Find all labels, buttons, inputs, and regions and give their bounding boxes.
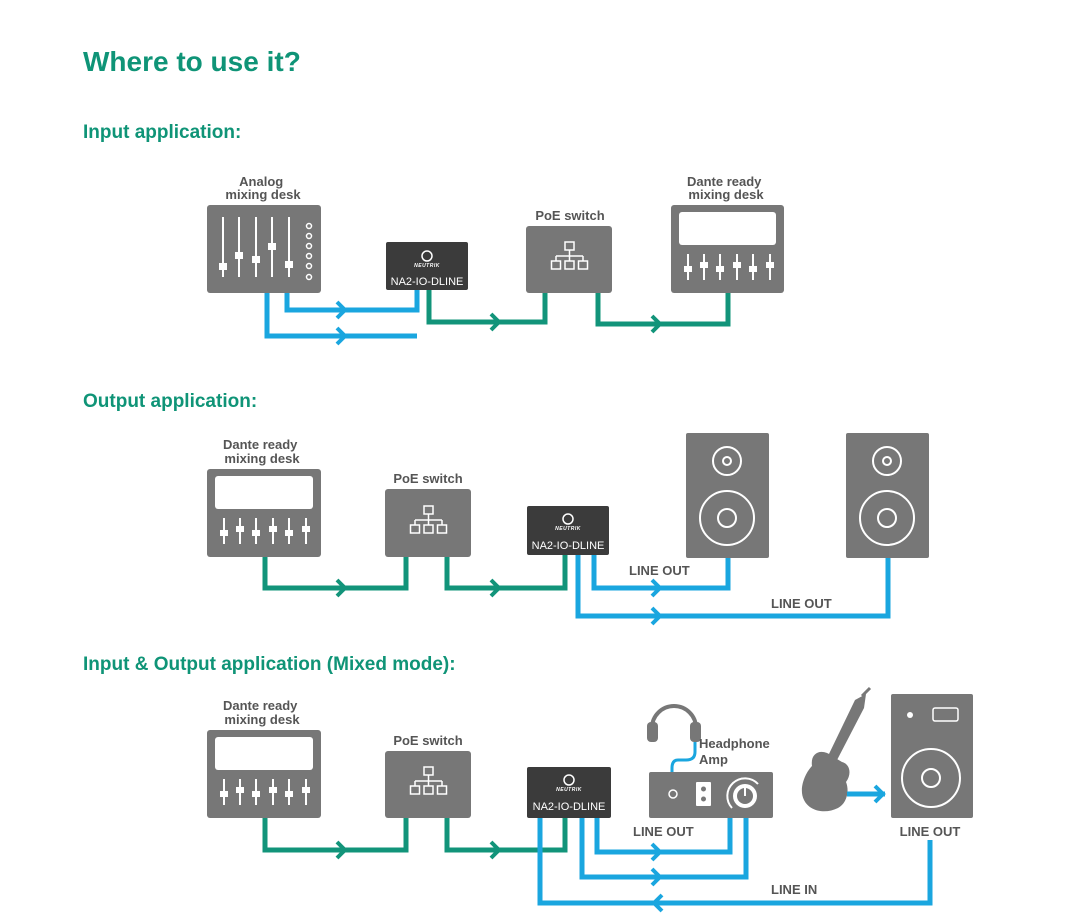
input-diagram: Analog mixing desk NEUTRIK NA2-IO-DLINE <box>207 174 784 346</box>
dante-desk-label: Dante ready mixing desk <box>223 437 301 466</box>
poe-switch-label: PoE switch <box>535 208 604 223</box>
arrow-right-icon <box>650 314 663 334</box>
headphone-amp-icon <box>649 772 773 818</box>
arrow-right-icon <box>489 840 502 860</box>
input-application-heading: Input application: <box>83 122 242 143</box>
headphones-icon <box>647 704 701 783</box>
arrow-right-icon <box>650 842 663 862</box>
guitar-icon <box>801 686 872 812</box>
arrow-right-icon <box>335 840 348 860</box>
neutrik-brand-text: NEUTRIK <box>414 263 440 269</box>
analog-cable-2 <box>264 293 417 339</box>
headphone-amp-label: Headphone Amp <box>699 736 773 767</box>
poe-switch-icon <box>385 489 471 557</box>
output-application-heading: Output application: <box>83 391 258 412</box>
output-diagram: LINE OUT LINE OUT Dante ready mixing des… <box>207 433 929 626</box>
device-label: NA2-IO-DLINE <box>391 276 464 288</box>
network-cable-1 <box>262 818 409 853</box>
arrow-right-icon <box>335 578 348 598</box>
speaker-icon <box>686 433 769 558</box>
network-cable-1 <box>262 557 409 591</box>
arrow-right-icon <box>489 312 502 332</box>
line-out-label: LINE OUT <box>629 563 690 578</box>
line-out-cable-2 <box>575 555 891 619</box>
mixed-diagram: LINE OUT LINE IN Dante ready mixing desk… <box>207 686 973 913</box>
device-label: NA2-IO-DLINE <box>532 540 605 552</box>
arrow-right-icon <box>650 606 663 626</box>
na2-io-dline-device: NEUTRIK NA2-IO-DLINE <box>527 506 609 555</box>
line-out-cable-2 <box>579 818 749 880</box>
dante-desk-label: Dante ready mixing desk <box>223 698 301 727</box>
line-out-cable-1 <box>594 818 733 855</box>
line-out-label: LINE OUT <box>771 596 832 611</box>
guitar-amp-icon <box>891 694 973 818</box>
poe-switch-label: PoE switch <box>393 471 462 486</box>
neutrik-logo-icon <box>563 774 575 786</box>
arrow-right-icon <box>335 300 348 320</box>
device-label: NA2-IO-DLINE <box>533 801 606 813</box>
network-cable-2 <box>444 818 568 853</box>
poe-switch-icon <box>385 751 471 818</box>
na2-io-dline-device: NEUTRIK NA2-IO-DLINE <box>386 242 468 290</box>
line-out-label: LINE OUT <box>633 824 694 839</box>
network-cable-2 <box>444 555 568 591</box>
arrow-right-icon <box>873 784 886 804</box>
dante-mixing-desk-icon <box>671 205 784 293</box>
arrow-right-icon <box>650 578 663 598</box>
line-out-label: LINE OUT <box>900 824 961 839</box>
analog-mixing-desk-icon <box>207 205 321 293</box>
line-in-label: LINE IN <box>771 882 817 897</box>
dante-mixing-desk-icon <box>207 730 321 818</box>
arrow-right-icon <box>335 326 348 346</box>
neutrik-logo-icon <box>562 513 574 525</box>
speaker-icon <box>846 433 929 558</box>
analog-desk-label: Analog mixing desk <box>225 174 301 202</box>
analog-cable-1 <box>284 271 420 313</box>
neutrik-brand-text: NEUTRIK <box>555 526 581 532</box>
network-cable-1 <box>426 290 548 325</box>
page-title: Where to use it? <box>83 46 301 77</box>
arrow-right-icon <box>489 578 502 598</box>
neutrik-logo-icon <box>421 250 433 262</box>
dante-desk-label: Dante ready mixing desk <box>687 174 765 202</box>
poe-switch-label: PoE switch <box>393 733 462 748</box>
line-in-cable <box>537 818 933 906</box>
network-cable-2 <box>595 293 731 327</box>
arrow-left-icon <box>651 893 664 913</box>
dante-mixing-desk-icon <box>207 469 321 557</box>
na2-io-dline-device: NEUTRIK NA2-IO-DLINE <box>527 767 611 818</box>
poe-switch-icon <box>526 226 612 293</box>
arrow-right-icon <box>650 867 663 887</box>
mixed-application-heading: Input & Output application (Mixed mode): <box>83 654 456 675</box>
neutrik-brand-text: NEUTRIK <box>556 787 582 793</box>
